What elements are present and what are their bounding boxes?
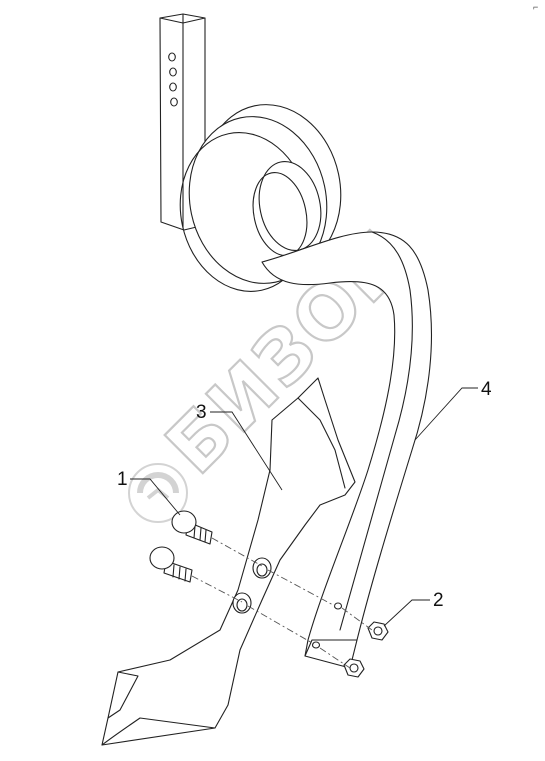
svg-text:3: 3 — [196, 402, 207, 423]
nut-upper — [367, 621, 389, 641]
svg-text:2: 2 — [433, 590, 444, 611]
bar-holes — [168, 52, 178, 107]
callout-1: 1 — [117, 469, 181, 516]
callout-4: 4 — [414, 379, 492, 441]
bolt-upper — [171, 510, 213, 545]
nut-lower — [343, 658, 365, 678]
bolt-lower — [149, 546, 193, 583]
assembly-lines — [191, 537, 373, 669]
svg-text:4: 4 — [481, 379, 492, 400]
corner-mark: ⌐ — [533, 2, 538, 12]
spring-tine — [159, 13, 433, 669]
callout-2: 2 — [383, 590, 444, 627]
share-holes — [232, 557, 272, 614]
watermark-logo — [128, 463, 188, 523]
callout-3: 3 — [196, 402, 283, 491]
chisel-share — [101, 377, 356, 746]
svg-text:1: 1 — [117, 469, 128, 490]
